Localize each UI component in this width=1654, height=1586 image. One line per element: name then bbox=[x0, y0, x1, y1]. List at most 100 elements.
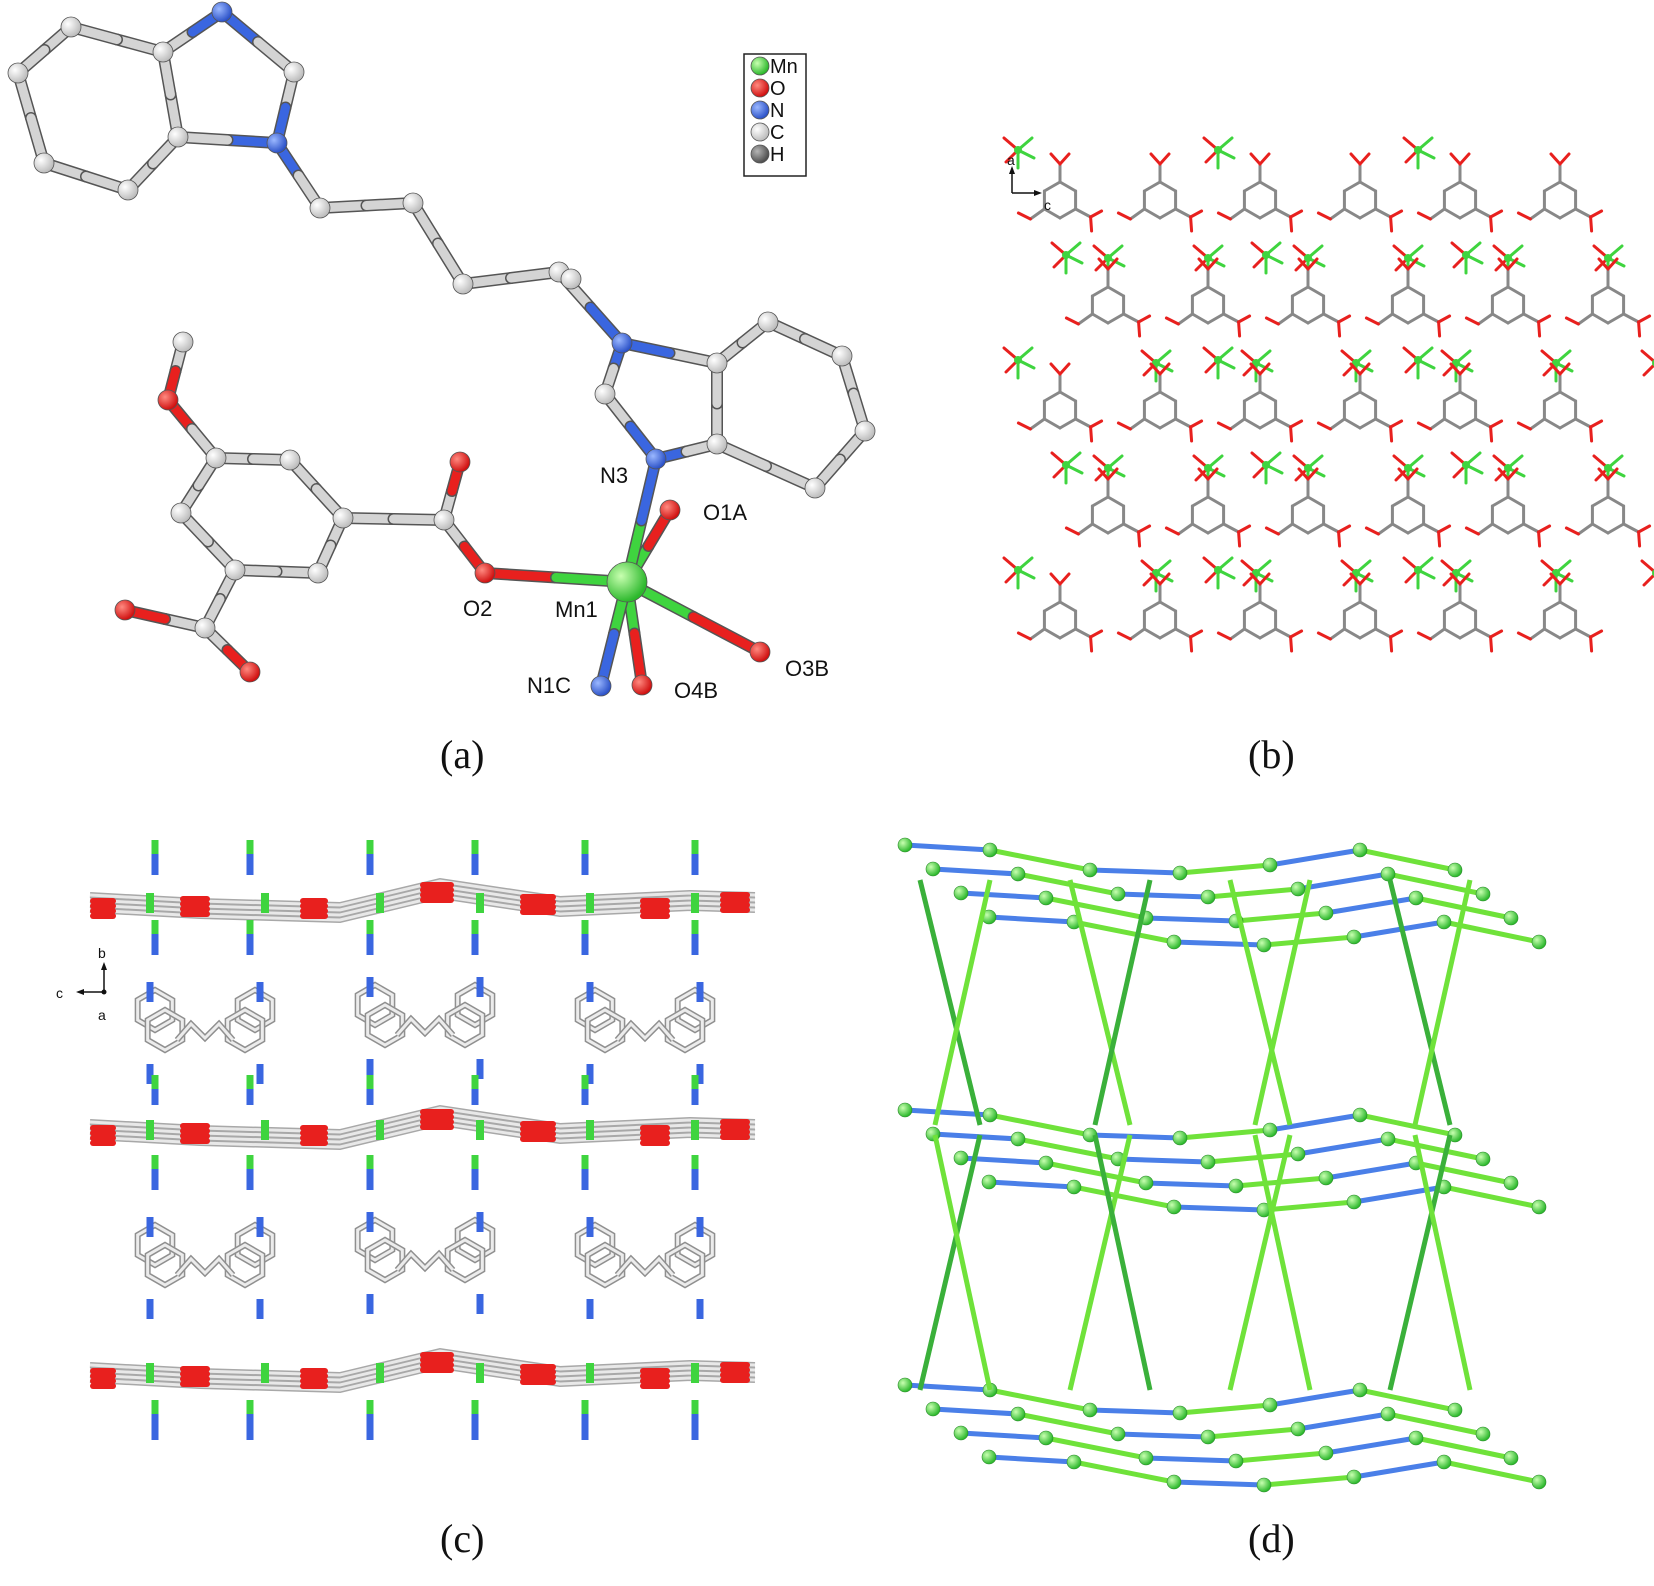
layer-motif bbox=[1164, 257, 1274, 383]
legend-swatch-h bbox=[750, 144, 770, 164]
atom-b4 bbox=[706, 433, 728, 455]
atom-n3 bbox=[266, 132, 288, 154]
carboxylate-layer bbox=[89, 1104, 756, 1151]
layer-motif bbox=[1202, 556, 1304, 653]
atom-cb bbox=[433, 509, 455, 531]
legend-swatch-c bbox=[750, 122, 770, 142]
atom-ob1 bbox=[449, 451, 471, 473]
atom-b3 bbox=[645, 448, 667, 470]
atom-o1a bbox=[659, 499, 681, 521]
layer-motif bbox=[1116, 152, 1226, 278]
caption-a: (a) bbox=[440, 732, 484, 777]
atom-b6 bbox=[757, 311, 779, 333]
legend-label-c: C bbox=[770, 122, 784, 144]
atom-n1 bbox=[211, 1, 233, 23]
atom-r6 bbox=[170, 502, 192, 524]
layer-motif bbox=[1364, 257, 1474, 383]
layer-motif bbox=[1002, 556, 1104, 653]
label-o2: O2 bbox=[463, 596, 492, 621]
axis-c-out: a bbox=[98, 1007, 106, 1023]
layer-motif bbox=[1116, 572, 1204, 653]
panel-c-axes: b c a bbox=[56, 945, 107, 1023]
layer-motif bbox=[1002, 346, 1126, 488]
atom-ob2 bbox=[474, 562, 496, 584]
atom-k2 bbox=[402, 192, 424, 214]
layer-motif bbox=[1564, 467, 1654, 587]
axis-c-horizontal: c bbox=[56, 985, 63, 1001]
panel-a-coordination-environment bbox=[7, 1, 876, 697]
layer-motif bbox=[1316, 152, 1426, 278]
label-o3b: O3B bbox=[785, 656, 829, 681]
layer-motif bbox=[1250, 241, 1374, 383]
axis-b-vertical: a bbox=[1007, 152, 1015, 168]
panel-b-axes: a c bbox=[1007, 152, 1051, 213]
layer-motif bbox=[1516, 572, 1604, 653]
atom-b2 bbox=[594, 383, 616, 405]
layer-motif bbox=[1516, 362, 1626, 488]
caption-d: (d) bbox=[1248, 1516, 1295, 1561]
legend-swatch-o bbox=[750, 78, 770, 98]
label-o4b: O4B bbox=[674, 678, 718, 703]
atom-c4 bbox=[167, 126, 189, 148]
layer-motif bbox=[1402, 556, 1504, 653]
bis-benzimidazole-linker bbox=[574, 982, 716, 1084]
atom-o4b bbox=[631, 674, 653, 696]
layer-motif bbox=[1316, 572, 1404, 653]
layer-motif bbox=[1250, 451, 1374, 593]
atom-b9 bbox=[804, 477, 826, 499]
atom-oc2 bbox=[239, 661, 261, 683]
layer-motif bbox=[1202, 346, 1326, 488]
layer-motif bbox=[1050, 451, 1174, 593]
atom-me bbox=[172, 331, 194, 353]
layer-motif bbox=[1450, 241, 1574, 383]
bis-benzimidazole-linker bbox=[134, 1217, 276, 1319]
atom-c8 bbox=[33, 152, 55, 174]
bis-benzimidazole-linker bbox=[354, 977, 496, 1079]
atom-oc1 bbox=[114, 599, 136, 621]
atom-k1 bbox=[309, 197, 331, 219]
atom-n1c bbox=[590, 675, 612, 697]
net-layer bbox=[897, 1377, 1547, 1493]
label-mn1: Mn1 bbox=[555, 597, 598, 622]
carboxylate-layer bbox=[89, 1347, 756, 1394]
legend-swatch-mn bbox=[750, 56, 770, 76]
atom-b7 bbox=[831, 345, 853, 367]
label-n1c: N1C bbox=[527, 673, 571, 698]
layer-motif bbox=[1316, 362, 1426, 488]
atom-b1 bbox=[611, 332, 633, 354]
net-layer bbox=[897, 1102, 1547, 1218]
panel-b-2d-layer bbox=[1002, 136, 1654, 653]
atom-mn bbox=[606, 561, 648, 603]
panel-c-3d-packing bbox=[89, 840, 756, 1440]
legend-label-n: N bbox=[770, 100, 784, 122]
atom-k5 bbox=[560, 268, 582, 290]
atom-r5 bbox=[224, 559, 246, 581]
atom-r3 bbox=[332, 507, 354, 529]
atom-r1 bbox=[205, 447, 227, 469]
atom-c6 bbox=[60, 16, 82, 38]
legend-label-o: O bbox=[770, 78, 786, 100]
atom-m1 bbox=[157, 389, 179, 411]
panel-a-atoms bbox=[7, 1, 876, 697]
net-pillars bbox=[917, 879, 1473, 1391]
atom-r4 bbox=[307, 562, 329, 584]
caption-c: (c) bbox=[440, 1516, 484, 1561]
layer-motif bbox=[1050, 241, 1174, 383]
atom-cc bbox=[194, 617, 216, 639]
panel-a-bonds bbox=[12, 6, 871, 692]
atom-r2 bbox=[279, 449, 301, 471]
bis-benzimidazole-linker bbox=[134, 982, 276, 1084]
label-n3: N3 bbox=[600, 463, 628, 488]
layer-motif bbox=[1564, 257, 1654, 377]
atom-o3b bbox=[749, 641, 771, 663]
layer-motif bbox=[1116, 362, 1226, 488]
atom-b8 bbox=[854, 420, 876, 442]
layer-motif bbox=[1202, 136, 1326, 278]
layer-motif bbox=[1402, 346, 1526, 488]
atom-c5 bbox=[152, 41, 174, 63]
bis-benzimidazole-linker bbox=[354, 1212, 496, 1314]
atom-b5 bbox=[706, 352, 728, 374]
atom-c7 bbox=[7, 62, 29, 84]
